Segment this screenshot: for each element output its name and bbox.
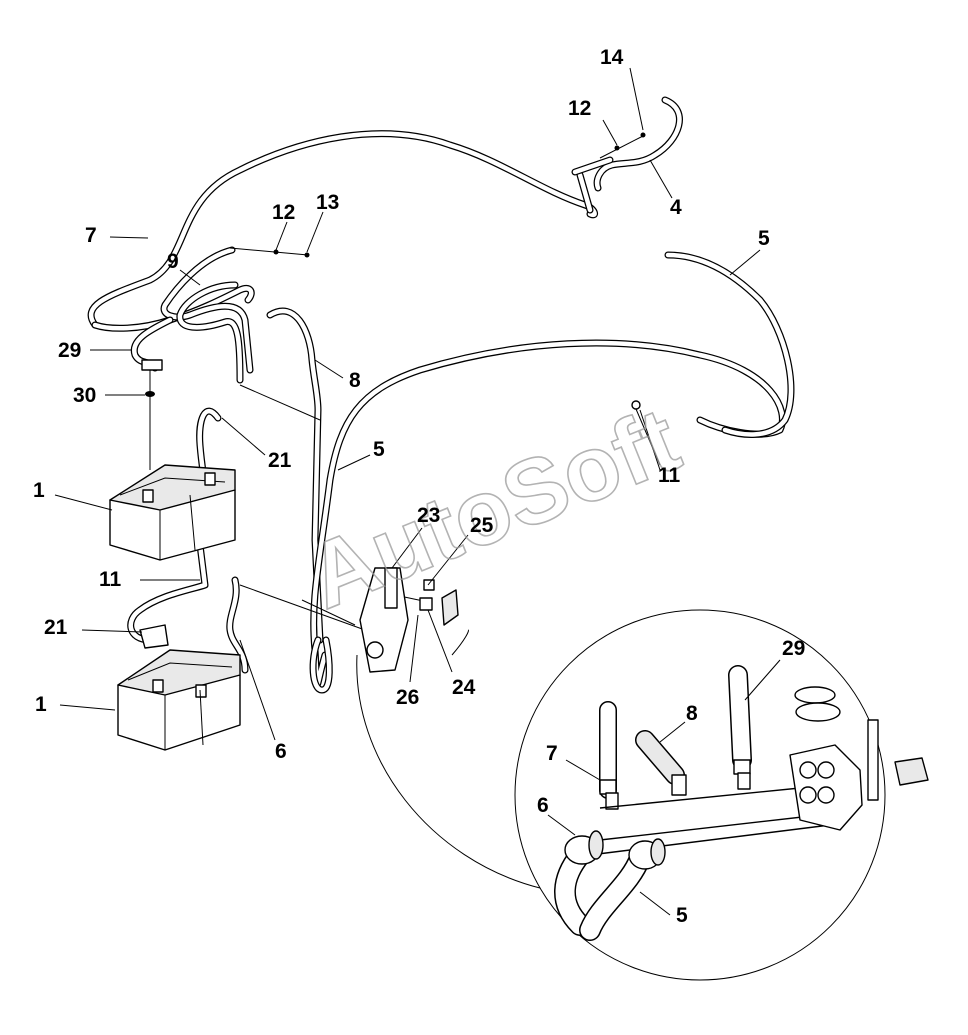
callout-1: 1 xyxy=(33,479,45,502)
detail-leader-line xyxy=(356,654,541,889)
detail-switch-body xyxy=(789,686,929,831)
detail-cable-7 xyxy=(599,701,619,810)
detail-cable-6 xyxy=(554,830,604,936)
callout-12: 12 xyxy=(272,201,295,224)
callout-5: 5 xyxy=(676,904,688,927)
cable-6 xyxy=(226,576,249,674)
battery-switch-assembly xyxy=(359,567,459,673)
leader-wire-a xyxy=(239,384,321,421)
callout-23: 23 xyxy=(417,504,440,527)
leader-wire-b xyxy=(239,584,366,631)
callout-29: 29 xyxy=(58,339,81,362)
detail-cable-8 xyxy=(635,730,687,796)
terminal-30 xyxy=(141,359,163,470)
callout-9: 9 xyxy=(167,250,179,273)
cable-4 xyxy=(571,96,683,192)
callout-30: 30 xyxy=(73,384,96,407)
cable-11-link xyxy=(127,541,209,644)
callout-11: 11 xyxy=(658,464,681,487)
part-25 xyxy=(423,579,435,591)
callout-24: 24 xyxy=(452,676,476,699)
callout-4: 4 xyxy=(670,196,682,219)
battery-upper xyxy=(109,464,236,561)
callout-14: 14 xyxy=(600,46,624,69)
detail-cap-bottom xyxy=(795,702,841,722)
watermark: AutoSoft xyxy=(294,389,692,629)
callout-5: 5 xyxy=(373,438,385,461)
cable-5-long xyxy=(309,251,795,694)
callout-5: 5 xyxy=(758,227,770,250)
callout-21: 21 xyxy=(44,616,68,639)
callout-8: 8 xyxy=(686,702,698,725)
detail-cap-top xyxy=(794,686,836,704)
detail-key xyxy=(894,757,929,786)
callout-6: 6 xyxy=(275,740,287,763)
callout-13: 13 xyxy=(316,191,339,214)
callout-29: 29 xyxy=(782,637,805,660)
bolt-12-13 xyxy=(229,247,310,258)
callout-7: 7 xyxy=(546,742,558,765)
cable-9 xyxy=(160,246,254,384)
callout-21: 21 xyxy=(268,449,292,472)
callout-26: 26 xyxy=(396,686,419,709)
leader-lines xyxy=(54,67,781,916)
battery-lower xyxy=(117,649,241,751)
callout-12: 12 xyxy=(568,97,591,120)
callout-1: 1 xyxy=(35,693,47,716)
callout-11: 11 xyxy=(99,568,122,591)
callout-7: 7 xyxy=(85,224,97,247)
switch-key xyxy=(441,589,459,626)
detail-cable-5 xyxy=(579,838,666,941)
cable-8 xyxy=(266,307,324,644)
detail-cable-29 xyxy=(728,665,752,790)
callout-25: 25 xyxy=(470,514,494,537)
bolt-12-14 xyxy=(599,132,646,159)
ring-terminal-11 xyxy=(631,400,661,466)
leader-wire-c xyxy=(301,599,356,626)
detail-leader-line-2 xyxy=(451,629,469,656)
callout-labels: 14 12 4 5 7 12 13 9 29 8 30 21 5 11 1 23… xyxy=(33,46,805,927)
callout-8: 8 xyxy=(349,369,361,392)
callout-6: 6 xyxy=(537,794,549,817)
clamp-21-lower xyxy=(139,624,169,649)
part-24 xyxy=(419,597,433,611)
